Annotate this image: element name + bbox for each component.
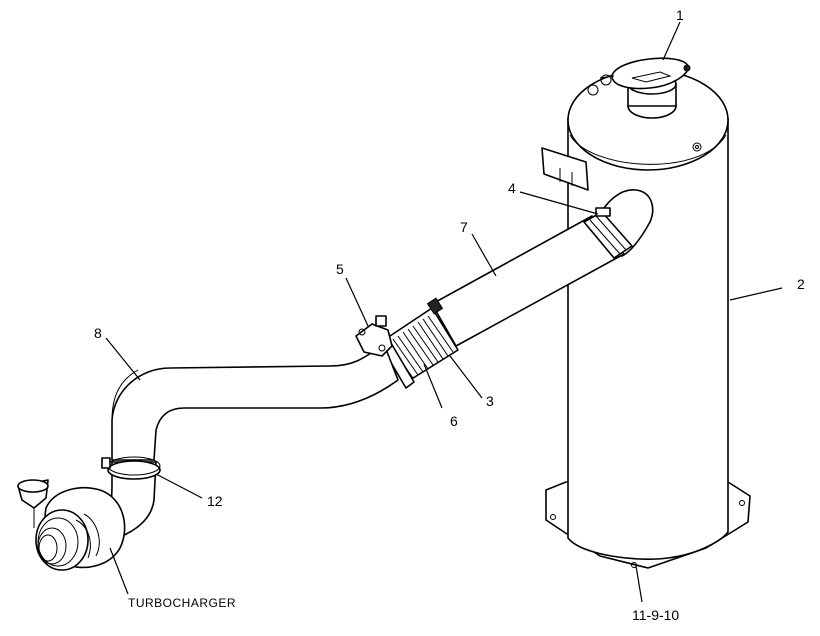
saddle-clamp-bolt xyxy=(358,328,366,336)
saddle-clamp-nut xyxy=(375,315,387,327)
callouts: 1 2 3 4 5 6 7 8 12 11-9-10 TURBOCHARGER xyxy=(94,7,805,623)
leader-4 xyxy=(519,191,599,215)
wastegate-actuator-cap xyxy=(17,479,49,493)
flex-clamp-bolt xyxy=(426,297,444,315)
turbocharger xyxy=(17,479,126,571)
leader-lines xyxy=(105,21,783,603)
callout-5: 5 xyxy=(336,261,344,277)
top-stud xyxy=(695,145,699,149)
leader-3 xyxy=(449,355,483,399)
band-clamp xyxy=(583,207,633,259)
leader-7 xyxy=(471,233,497,277)
top-stud xyxy=(587,84,599,96)
turbocharger-band xyxy=(83,513,100,557)
callout-11-9-10: 11-9-10 xyxy=(632,607,679,623)
muffler-top-edge xyxy=(569,134,727,165)
rain-cap-counterweight xyxy=(683,64,691,72)
top-stud xyxy=(692,142,702,152)
callout-8: 8 xyxy=(94,325,102,341)
turbo-clamp-bolt xyxy=(101,457,111,469)
rain-cap xyxy=(599,57,691,119)
turbo-clamp-band xyxy=(107,460,161,480)
leader-1 xyxy=(662,21,681,61)
mounting-bracket xyxy=(541,147,589,191)
leader-11-9-10 xyxy=(635,565,643,603)
leader-turbocharger xyxy=(109,547,129,595)
turbocharger-inlet-bore xyxy=(38,534,58,562)
turbocharger-inlet-bore xyxy=(37,527,67,565)
leader-6 xyxy=(423,363,443,409)
bracket-plate xyxy=(541,147,589,191)
callout-2: 2 xyxy=(797,276,805,292)
callout-3: 3 xyxy=(486,393,494,409)
band-clamp-bolt xyxy=(595,207,611,217)
muffler xyxy=(545,69,751,569)
rain-cap-hinge-plate xyxy=(631,71,672,83)
callout-1: 1 xyxy=(676,7,684,23)
callout-7: 7 xyxy=(460,219,468,235)
saddle-clamp xyxy=(355,315,393,357)
leader-8 xyxy=(105,337,141,381)
saddle-clamp-bolt xyxy=(378,344,386,352)
bend-pipe xyxy=(111,343,399,461)
rain-cap-hinge-bolt xyxy=(600,74,612,86)
straight-pipe xyxy=(431,215,625,347)
turbocharger-band xyxy=(75,519,91,559)
turbocharger-label: TURBOCHARGER xyxy=(128,596,236,610)
leader-5 xyxy=(345,277,369,327)
callout-4: 4 xyxy=(508,180,516,196)
base-bolt-hole xyxy=(631,562,637,568)
band-clamp-edge xyxy=(589,219,621,255)
leader-12 xyxy=(155,473,203,499)
leader-2 xyxy=(729,287,783,301)
muffler-body xyxy=(567,117,729,560)
base-bolt-hole xyxy=(550,514,556,520)
bend-pipe-body xyxy=(111,343,399,461)
base-bolt-hole xyxy=(739,500,745,506)
rain-cap-flap xyxy=(611,57,689,90)
callout-12: 12 xyxy=(207,493,223,509)
straight-pipe-body xyxy=(431,215,625,347)
band-clamp-edge xyxy=(595,215,627,251)
rain-cap-hinge-pin xyxy=(599,75,615,79)
callout-6: 6 xyxy=(450,413,458,429)
